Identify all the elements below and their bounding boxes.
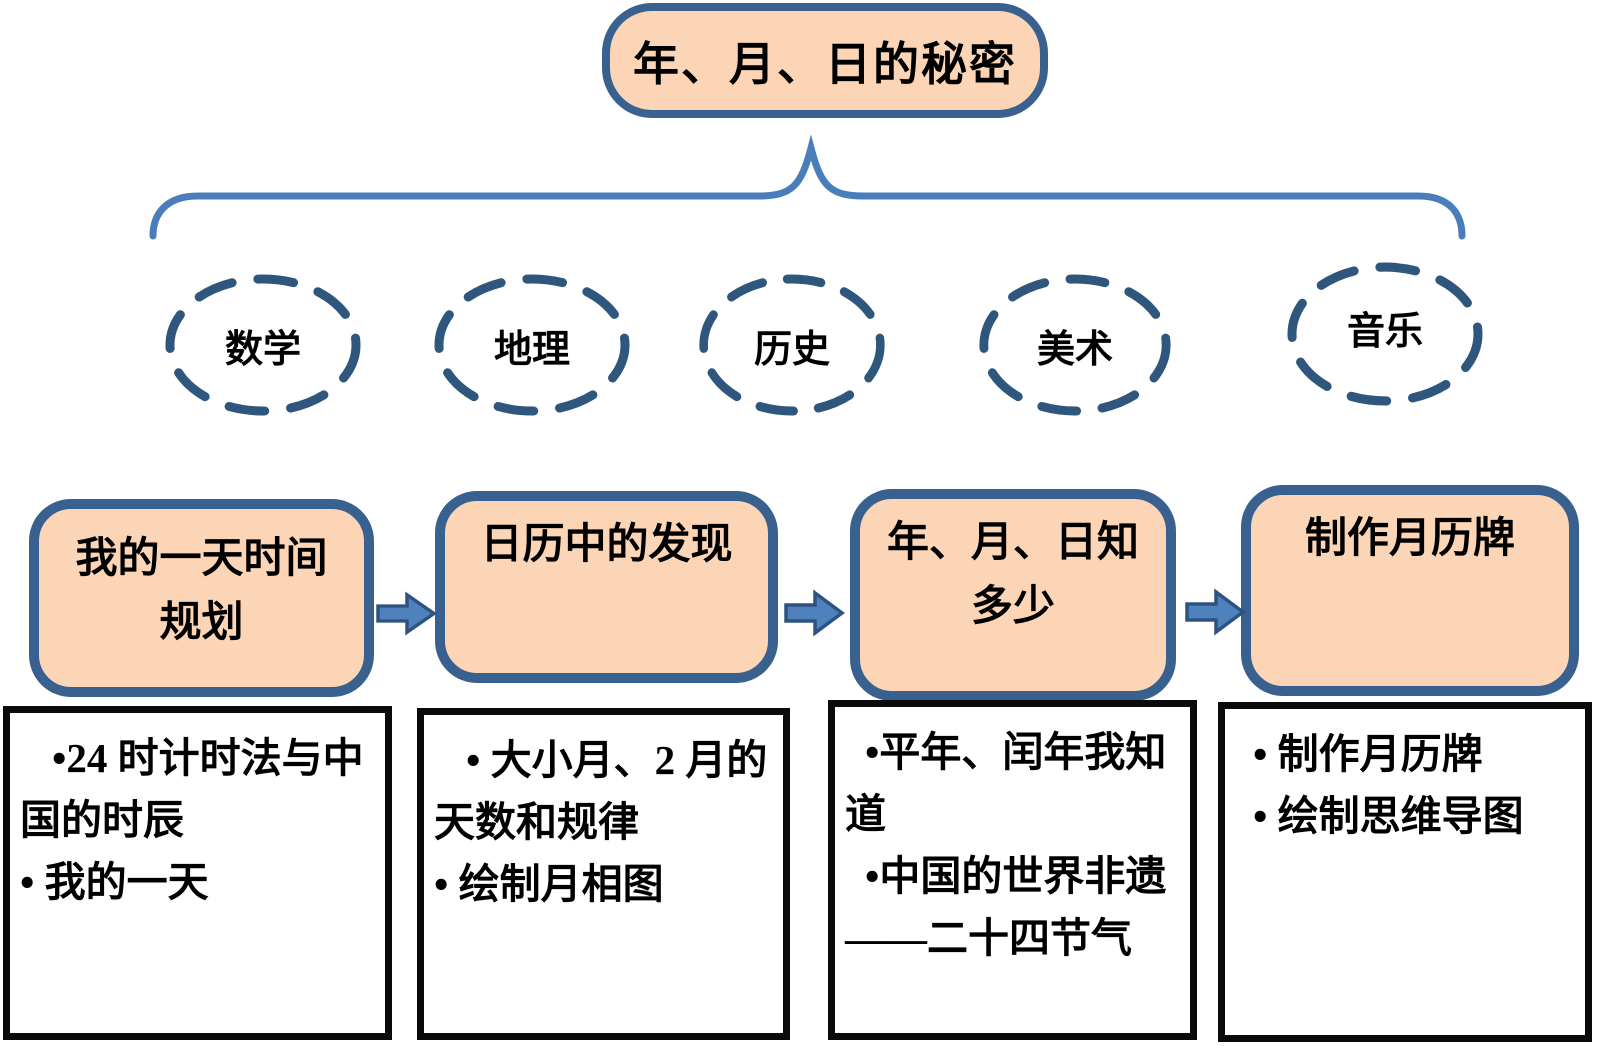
detail-line: 天数和规律 (434, 799, 639, 845)
right-arrow-icon (784, 589, 845, 637)
stage-label-line: 我的一天时间 (75, 536, 328, 582)
right-arrow-icon (1185, 588, 1246, 636)
detail-line: • 绘制思维导图 (1253, 793, 1524, 839)
stage-box-calendar-discovery: 日历中的发现 (435, 491, 778, 683)
dashed-ellipse-icon (434, 274, 630, 416)
root-topic-box: 年、月、日的秘密 (602, 3, 1048, 118)
subject-ellipse-music: 音乐 (1285, 260, 1485, 408)
detail-box-my-day-plan: •24 时计时法与中 国的时辰 • 我的一天 (3, 706, 392, 1040)
detail-line: • 大小月、2 月的 (466, 737, 768, 783)
dashed-ellipse-icon (979, 274, 1171, 416)
subject-ellipse-math: 数学 (163, 272, 363, 418)
subject-label-geography: 地理 (493, 328, 570, 371)
stage-label-line: 规划 (159, 600, 244, 646)
detail-line: • 我的一天 (20, 859, 209, 905)
detail-line: • 绘制月相图 (434, 861, 664, 907)
right-arrow-icon (376, 591, 437, 636)
brace-path (149, 134, 1466, 240)
subject-label-math: 数学 (224, 328, 301, 371)
stage-box-make-calendar: 制作月历牌 (1241, 485, 1579, 696)
detail-line: ——二十四节气 (845, 915, 1132, 961)
stage-label-line: 年、月、日知 (886, 520, 1139, 566)
dashed-ellipse-icon (1287, 262, 1483, 406)
dashed-ellipse-icon (699, 274, 885, 416)
stage-box-year-month-day-quiz: 年、月、日知 多少 (850, 489, 1176, 701)
detail-line: 道 (845, 791, 886, 837)
subject-label-music: 音乐 (1346, 310, 1423, 353)
stage-box-my-day-plan: 我的一天时间 规划 (29, 499, 374, 697)
subject-label-history: 历史 (753, 328, 830, 371)
detail-line: •中国的世界非遗 (865, 853, 1167, 899)
detail-line: •平年、闰年我知 (865, 729, 1167, 775)
detail-box-year-month-day-quiz: •平年、闰年我知 道 •中国的世界非遗 ——二十四节气 (828, 700, 1197, 1040)
subject-ellipse-art: 美术 (977, 272, 1173, 418)
stage-label-line: 多少 (970, 584, 1055, 630)
detail-line: 国的时辰 (20, 797, 184, 843)
detail-line: • 制作月历牌 (1253, 731, 1483, 777)
subject-label-art: 美术 (1036, 328, 1113, 371)
detail-line: •24 时计时法与中 (52, 735, 364, 781)
dashed-ellipse-icon (165, 274, 361, 416)
detail-box-make-calendar: • 制作月历牌 • 绘制思维导图 (1218, 702, 1592, 1042)
stage-label-line: 制作月历牌 (1304, 516, 1515, 562)
subject-ellipse-history: 历史 (697, 272, 887, 418)
stage-label-line: 日历中的发现 (480, 522, 733, 568)
detail-box-calendar-discovery: • 大小月、2 月的 天数和规律 • 绘制月相图 (417, 708, 790, 1040)
root-topic-label: 年、月、日的秘密 (633, 38, 1017, 90)
subject-ellipse-geography: 地理 (432, 272, 632, 418)
